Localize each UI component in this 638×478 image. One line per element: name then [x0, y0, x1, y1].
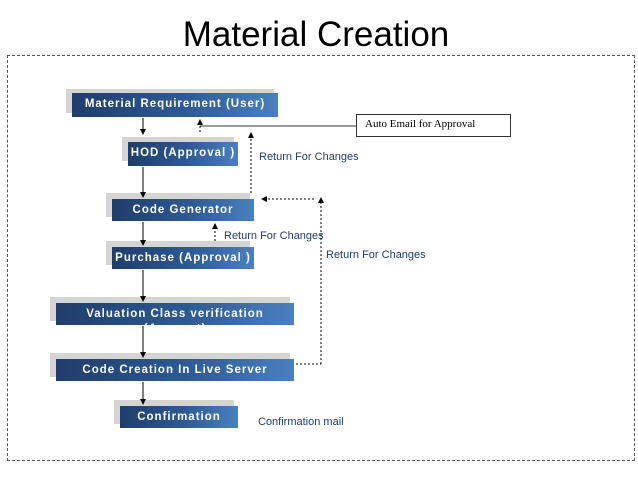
step-material-requirement: Material Requirement (User)	[72, 93, 278, 117]
dashed-frame	[7, 55, 635, 461]
return-label: Return For Changes	[224, 230, 324, 242]
return-label: Return For Changes	[259, 151, 359, 163]
slide-title: Material Creation	[182, 15, 450, 54]
step-code-creation: Code Creation In Live Server	[56, 359, 294, 381]
step-purchase-approval: Purchase (Approval )	[112, 247, 254, 269]
step-valuation-class: Valuation Class verification (Account)	[56, 303, 294, 325]
step-confirmation: Confirmation	[120, 406, 238, 428]
confirmation-mail-label: Confirmation mail	[258, 416, 344, 428]
return-label: Return For Changes	[326, 249, 426, 261]
step-hod-approval: HOD (Approval )	[128, 142, 238, 166]
auto-email-box: Auto Email for Approval	[356, 114, 511, 137]
step-code-generator: Code Generator	[112, 199, 254, 221]
